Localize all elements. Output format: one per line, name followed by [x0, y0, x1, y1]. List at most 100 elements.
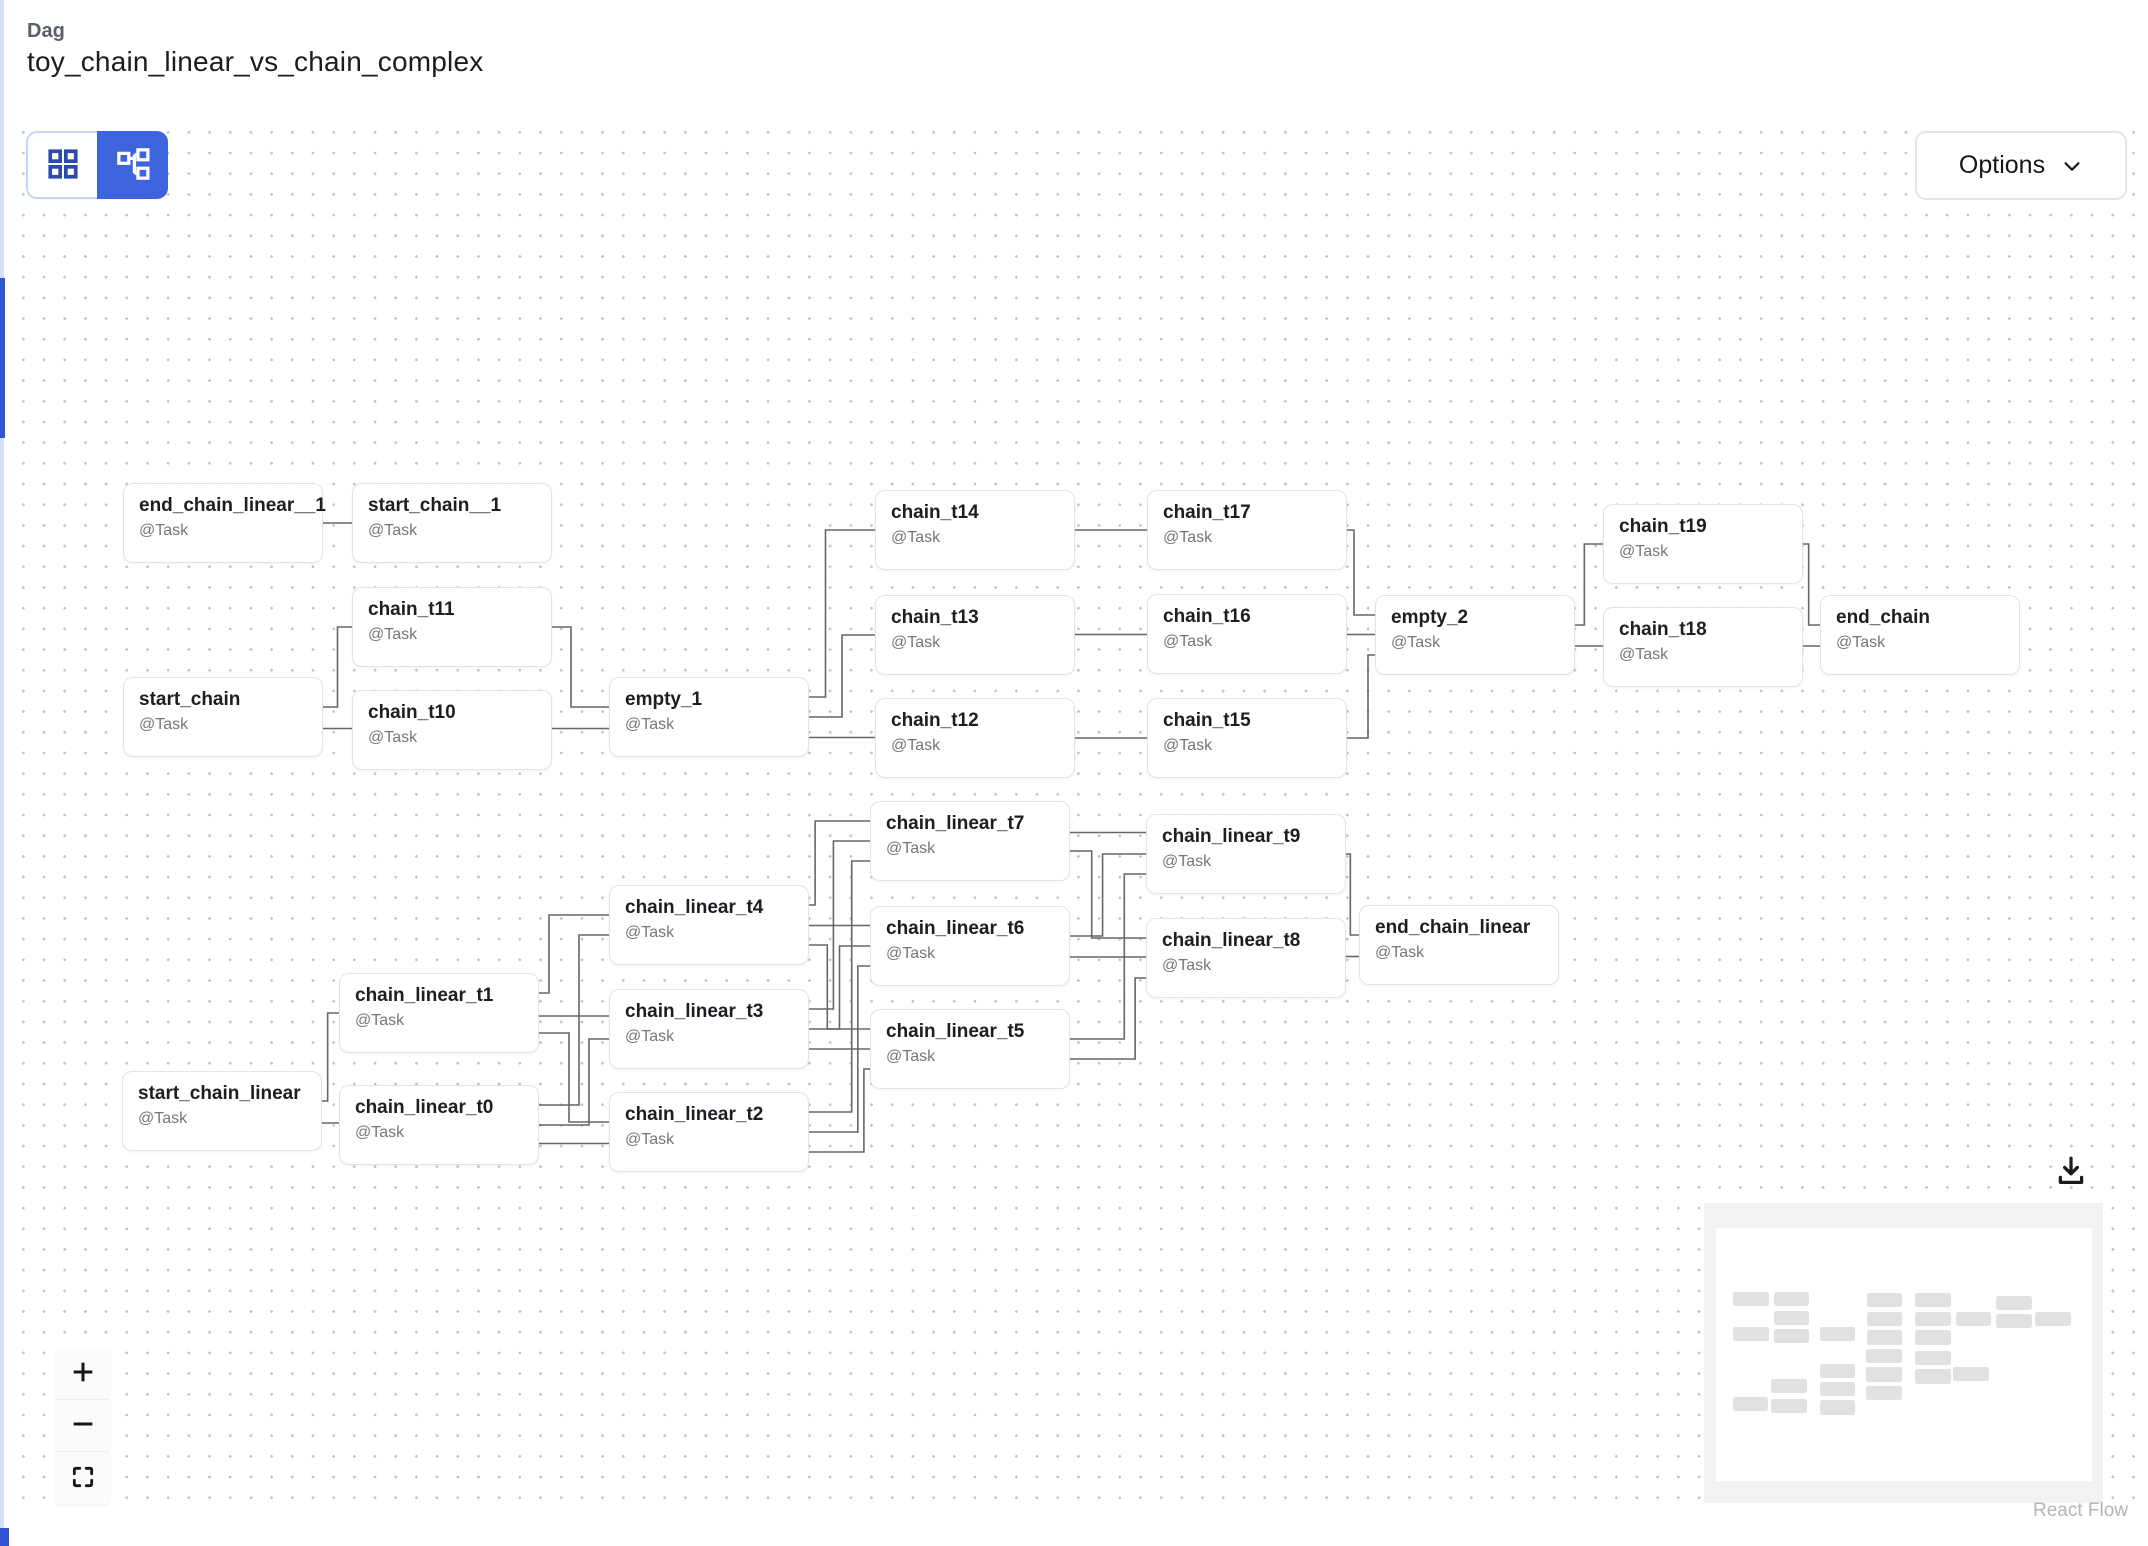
left-scrollbar-thumb[interactable] — [0, 278, 5, 438]
task-node-subtitle: @Task — [1836, 633, 1886, 651]
task-node-title: chain_t15 — [1163, 710, 1251, 731]
task-node-subtitle: @Task — [368, 625, 418, 643]
task-node-empty_1[interactable]: empty_1@Task — [609, 677, 809, 757]
minimap-node-start_chain_linear — [1732, 1396, 1769, 1411]
minimap-node-chain_linear_t0 — [1771, 1399, 1808, 1414]
task-node-subtitle: @Task — [891, 736, 941, 754]
minimap-node-chain_linear_t7 — [1865, 1348, 1902, 1363]
edge-chain_linear_t7-to-chain_linear_t8 — [1070, 850, 1146, 939]
minimap-node-end_chain_linear — [1953, 1367, 1989, 1382]
graph-view-button[interactable] — [97, 131, 168, 199]
task-node-title: chain_linear_t0 — [355, 1097, 494, 1118]
task-node-chain_t19[interactable]: chain_t19@Task — [1603, 504, 1803, 584]
task-node-title: chain_t11 — [368, 599, 455, 620]
left-scrollbar-track — [0, 0, 4, 1546]
edge-start_chain-to-chain_t11 — [323, 626, 352, 708]
edge-chain_t15-to-empty_2 — [1347, 654, 1375, 739]
minimap-node-chain_t10 — [1773, 1328, 1810, 1344]
task-node-start_chain__1[interactable]: start_chain__1@Task — [352, 483, 552, 563]
task-node-title: start_chain — [139, 689, 241, 710]
options-dropdown-button[interactable]: Options — [1915, 131, 2127, 200]
edge-chain_linear_t1-to-chain_linear_t2 — [539, 1032, 609, 1123]
task-node-start_chain_linear[interactable]: start_chain_linear@Task — [122, 1071, 322, 1151]
task-node-subtitle: @Task — [1163, 632, 1213, 650]
scrollbar-corner — [0, 1528, 9, 1546]
task-node-chain_linear_t6[interactable]: chain_linear_t6@Task — [870, 906, 1070, 986]
task-node-title: chain_linear_t1 — [355, 985, 494, 1006]
dag-kind-label: Dag — [27, 20, 65, 42]
task-node-chain_linear_t5[interactable]: chain_linear_t5@Task — [870, 1009, 1070, 1089]
task-node-chain_linear_t7[interactable]: chain_linear_t7@Task — [870, 801, 1070, 881]
task-node-chain_t13[interactable]: chain_t13@Task — [875, 595, 1075, 675]
task-node-chain_linear_t0[interactable]: chain_linear_t0 @Task — [339, 1085, 539, 1165]
minimap-node-start_chain — [1733, 1326, 1769, 1341]
edge-chain_linear_t4-to-chain_linear_t5 — [809, 944, 870, 1030]
task-node-chain_linear_t4[interactable]: chain_linear_t4@Task — [609, 885, 809, 965]
minimap-node-chain_t15 — [1915, 1330, 1951, 1345]
task-node-subtitle: @Task — [625, 1130, 675, 1148]
minimap-node-chain_t18 — [1996, 1314, 2033, 1329]
zoom-out-button[interactable] — [56, 1400, 109, 1452]
edge-chain_linear_t5-to-chain_linear_t9 — [1070, 873, 1146, 1040]
minimap-viewport — [1716, 1228, 2092, 1481]
task-node-chain_linear_t3[interactable]: chain_linear_t3@Task — [609, 989, 809, 1069]
plus-icon — [69, 1358, 97, 1389]
task-node-title: chain_linear_t8 — [1162, 930, 1301, 951]
task-node-subtitle: @Task — [355, 1011, 405, 1029]
task-node-chain_t16[interactable]: chain_t16@Task — [1147, 594, 1347, 674]
task-node-chain_t10[interactable]: chain_t10@Task — [352, 690, 552, 770]
task-node-chain_t11[interactable]: chain_t11 @Task — [352, 587, 552, 667]
edge-chain_linear_t5-to-chain_linear_t8 — [1070, 977, 1146, 1060]
edge-empty_1-to-chain_t13 — [809, 634, 875, 718]
task-node-chain_linear_t2[interactable]: chain_linear_t2@Task — [609, 1092, 809, 1172]
edge-chain_linear_t3-to-chain_linear_t7 — [809, 840, 870, 1010]
options-label: Options — [1958, 151, 2046, 179]
minimap-node-chain_t11 — [1773, 1310, 1810, 1325]
task-node-start_chain[interactable]: start_chain @Task — [123, 677, 323, 757]
task-node-chain_t12[interactable]: chain_t12@Task — [875, 698, 1075, 778]
task-node-chain_t18[interactable]: chain_t18@Task — [1603, 607, 1803, 687]
edge-chain_t17-to-empty_2 — [1347, 529, 1375, 616]
task-node-title: end_chain — [1836, 607, 1930, 628]
minimap-node-chain_t12 — [1866, 1330, 1903, 1345]
task-node-chain_t17[interactable]: chain_t17@Task — [1147, 490, 1347, 570]
grid-view-button[interactable] — [26, 131, 97, 199]
task-node-chain_linear_t8[interactable]: chain_linear_t8 @Task — [1146, 918, 1346, 998]
task-node-subtitle: @Task — [1619, 645, 1669, 663]
task-node-chain_t15[interactable]: chain_t15@Task — [1147, 698, 1347, 778]
minimap[interactable] — [1704, 1203, 2103, 1503]
task-node-subtitle: @Task — [1375, 943, 1425, 961]
task-node-chain_linear_t9[interactable]: chain_linear_t9@Task — [1146, 814, 1346, 894]
task-node-subtitle: @Task — [886, 1047, 936, 1065]
download-image-button[interactable] — [2050, 1151, 2092, 1193]
task-node-subtitle: @Task — [355, 1123, 405, 1141]
view-mode-toggle — [26, 131, 168, 199]
task-node-subtitle: @Task — [1162, 956, 1212, 974]
react-flow-attribution[interactable]: React Flow — [2032, 1500, 2128, 1521]
task-node-subtitle: @Task — [1163, 528, 1213, 546]
grid-icon — [46, 147, 80, 184]
download-icon — [2054, 1154, 2088, 1191]
task-node-subtitle: @Task — [368, 521, 418, 539]
task-node-subtitle: @Task — [891, 633, 941, 651]
task-node-chain_linear_t1[interactable]: chain_linear_t1 @Task — [339, 973, 539, 1053]
task-node-title: chain_t19 — [1619, 516, 1707, 537]
task-node-chain_t14[interactable]: chain_t14@Task — [875, 490, 1075, 570]
zoom-in-button[interactable] — [56, 1348, 109, 1400]
task-node-title: empty_1 — [625, 689, 703, 710]
task-node-subtitle: @Task — [139, 715, 189, 733]
task-node-end_chain[interactable]: end_chain @Task — [1820, 595, 2020, 675]
edge-chain_t19-to-end_chain — [1803, 543, 1820, 626]
task-node-subtitle: @Task — [1391, 633, 1441, 651]
edge-empty_2-to-chain_t19 — [1575, 543, 1603, 626]
task-node-title: chain_linear_t3 — [625, 1001, 764, 1022]
minimap-node-chain_linear_t2 — [1819, 1400, 1856, 1415]
task-node-end_chain_linear[interactable]: end_chain_linear@Task — [1359, 905, 1559, 985]
edge-chain_linear_t6-to-chain_linear_t9 — [1070, 853, 1146, 937]
fit-view-button[interactable] — [56, 1452, 109, 1504]
task-node-empty_2[interactable]: empty_2@Task — [1375, 595, 1575, 675]
task-node-title: chain_linear_t6 — [886, 918, 1025, 939]
minimap-node-end_chain — [2035, 1311, 2071, 1327]
task-node-title: end_chain_linear__1 — [139, 495, 326, 516]
task-node-end_chain_linear__1[interactable]: end_chain_linear__1@Task — [123, 483, 326, 563]
